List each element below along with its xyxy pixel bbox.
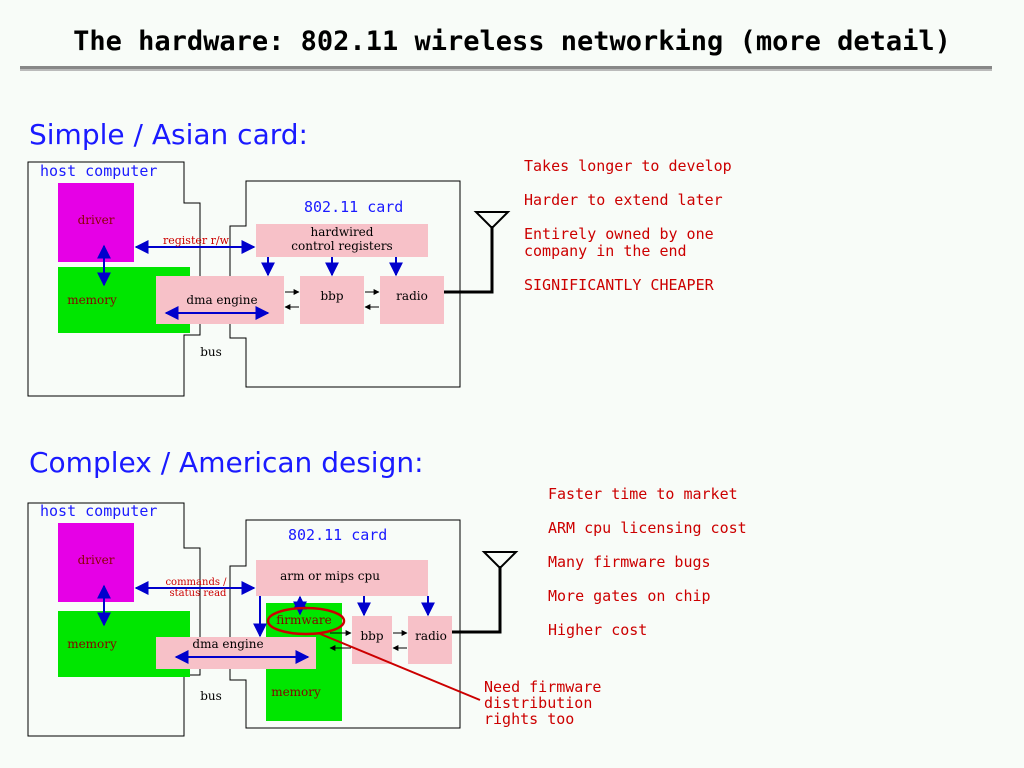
complex-host-label: host computer: [40, 502, 157, 520]
complex-bus-label: bus: [200, 689, 222, 703]
complex-radio-box: [408, 616, 452, 664]
complex-note-bugs: Many firmware bugs: [548, 553, 711, 571]
complex-cpu-box: [256, 560, 428, 596]
complex-host-outline: [27, 502, 201, 737]
complex-note-cost: Higher cost: [548, 621, 648, 639]
complex-note-licensing: ARM cpu licensing cost: [548, 519, 747, 537]
simple-register-rw-label: register r/w: [163, 234, 230, 247]
firmware-callout-line: [317, 632, 481, 701]
firmware-highlight-ellipse: [266, 606, 346, 636]
simple-note-develop: Takes longer to develop: [524, 157, 732, 175]
simple-note-owned: Entirely owned by one company in the end: [524, 225, 714, 260]
complex-dma-label: dma engine: [192, 637, 263, 651]
complex-card-outline: [229, 519, 461, 729]
complex-firmware-label: firmware: [276, 613, 331, 627]
simple-host-label: host computer: [40, 162, 157, 180]
simple-bbp-box: [300, 276, 364, 324]
complex-card-label: 802.11 card: [288, 526, 387, 544]
title-divider: [20, 66, 992, 71]
simple-antenna-mast: [444, 226, 494, 294]
simple-driver-box: [58, 183, 134, 262]
complex-antenna-icon: [481, 551, 519, 570]
simple-dma-label: dma engine: [186, 293, 257, 307]
complex-antenna-mast: [452, 566, 502, 634]
simple-hardwired-line2: control registers: [291, 239, 392, 253]
complex-bbp-label: bbp: [360, 629, 383, 643]
firmware-rights-callout: Need firmware distribution rights too: [484, 678, 602, 728]
simple-bbp-label: bbp: [320, 289, 343, 303]
complex-commands-line1: commands /: [165, 577, 227, 588]
complex-cpu-label: arm or mips cpu: [280, 569, 380, 583]
complex-note-gates: More gates on chip: [548, 587, 711, 605]
simple-driver-label: driver: [78, 213, 115, 227]
simple-radio-box: [380, 276, 444, 324]
complex-driver-box: [58, 523, 134, 602]
simple-bus-label: bus: [200, 345, 222, 359]
complex-note-faster: Faster time to market: [548, 485, 738, 503]
simple-antenna-icon: [473, 211, 511, 230]
simple-card-heading: Simple / Asian card:: [29, 118, 308, 151]
complex-driver-label: driver: [78, 553, 115, 567]
complex-diagram: host computer 802.11 card driver memory …: [27, 502, 519, 737]
complex-memory-label: memory: [67, 637, 117, 651]
simple-card-label: 802.11 card: [304, 198, 403, 216]
simple-radio-label: radio: [396, 289, 428, 303]
slide-title: The hardware: 802.11 wireless networking…: [73, 26, 951, 57]
simple-card-outline: [229, 180, 461, 388]
complex-card-memory-label: memory: [271, 685, 321, 699]
simple-hardwired-box: [256, 224, 428, 257]
simple-memory-label: memory: [67, 293, 117, 307]
complex-radio-label: radio: [415, 629, 447, 643]
simple-diagram: host computer 802.11 card driver memory …: [27, 161, 511, 397]
complex-commands-line2: status read: [170, 588, 228, 599]
simple-note-cheaper: SIGNIFICANTLY CHEAPER: [524, 276, 714, 294]
simple-note-extend: Harder to extend later: [524, 191, 723, 209]
simple-host-outline: [27, 161, 201, 397]
complex-design-heading: Complex / American design:: [29, 446, 424, 479]
simple-hardwired-line1: hardwired: [311, 225, 374, 239]
